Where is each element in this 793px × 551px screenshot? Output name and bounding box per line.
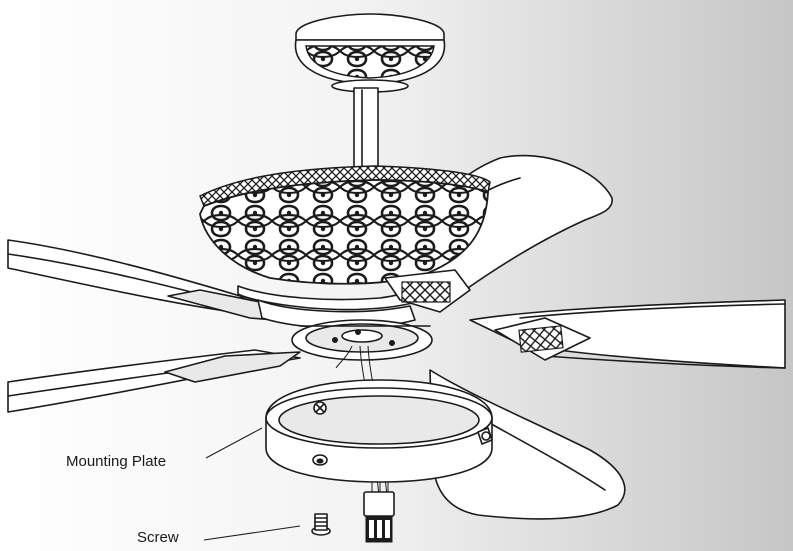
blade-lower-left <box>7 349 301 413</box>
downrod <box>353 87 379 173</box>
canopy <box>294 13 446 93</box>
mounting-plate-label: Mounting Plate <box>66 453 167 470</box>
motor-housing <box>199 165 491 329</box>
blade-right <box>469 299 786 369</box>
switch-housing <box>291 319 433 361</box>
screw-label: Screw <box>137 529 179 546</box>
leader-line-screw <box>203 525 301 541</box>
screw <box>311 513 331 536</box>
blade-iron-upper-right <box>384 269 471 313</box>
mounting-plate <box>265 379 493 483</box>
leader-line-mounting-plate <box>205 427 263 459</box>
wire-connector <box>363 482 395 543</box>
